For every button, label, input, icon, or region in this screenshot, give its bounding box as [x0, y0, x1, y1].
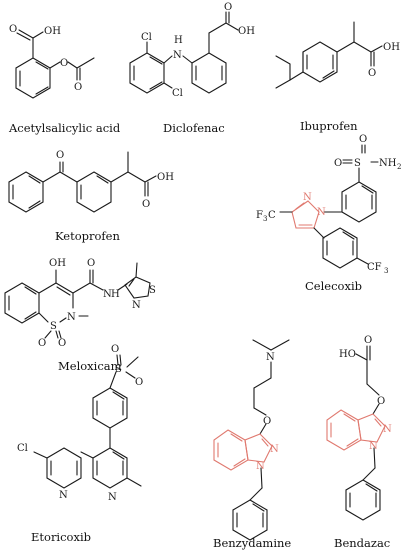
- structure-ketoprofen: [8, 151, 157, 213]
- atom-label: O: [111, 344, 119, 355]
- atom-label: OH: [383, 42, 400, 53]
- atom-label: 3: [384, 267, 388, 275]
- atom-label: N: [103, 289, 112, 300]
- atom-label: C: [268, 210, 276, 221]
- atom-label: N: [256, 461, 265, 472]
- atom-label: OH: [44, 26, 61, 37]
- atom-label: H: [174, 35, 183, 46]
- compound-name: Etoricoxib: [31, 530, 91, 544]
- atom-label: O: [368, 68, 376, 79]
- atom-label: N: [270, 444, 279, 455]
- atom-label: O: [74, 82, 82, 93]
- atom-label: O: [334, 158, 342, 169]
- atom-label: O: [38, 338, 46, 349]
- atom-label: Cl: [172, 88, 183, 99]
- structure-etoricoxib: [33, 354, 142, 489]
- compound-name: Ibuprofen: [300, 119, 358, 133]
- structure-ibuprofen: [275, 21, 383, 89]
- atom-label: N: [67, 312, 76, 323]
- atom-label: N: [59, 490, 68, 501]
- atom-label: N: [132, 300, 141, 311]
- atom-label: O: [364, 335, 372, 346]
- atom-label: H: [111, 289, 120, 300]
- atom-label: S: [149, 285, 156, 296]
- structure-bendazac: [326, 345, 386, 521]
- structure-celecoxib: [279, 144, 379, 269]
- structure-diclofenac: [129, 11, 239, 94]
- compound-name: Celecoxib: [305, 279, 362, 293]
- atom-label: Cl: [17, 443, 28, 454]
- atom-label: OH: [238, 26, 255, 37]
- atom-label: N: [108, 492, 117, 503]
- compound-name: Diclofenac: [163, 121, 225, 135]
- atom-label: O: [87, 258, 95, 269]
- structure-acetylsalicylic-acid: [15, 29, 95, 99]
- atom-label: OH: [49, 258, 66, 269]
- compound-name: Meloxicam: [58, 359, 122, 373]
- atom-label: 3: [263, 215, 267, 223]
- atom-label: O: [58, 338, 66, 349]
- compound-name: Acetylsalicylic acid: [8, 121, 121, 135]
- atom-label: F: [256, 210, 263, 221]
- atom-label: O: [377, 396, 385, 407]
- compound-name: Benzydamine: [213, 536, 291, 550]
- atom-label: HO: [339, 349, 356, 360]
- compound-name: Bendazac: [334, 536, 390, 550]
- atom-label: N: [303, 192, 312, 203]
- atom-label: O: [56, 150, 64, 161]
- atom-label: CF: [367, 262, 382, 273]
- atom-label: N: [317, 207, 326, 218]
- atom-label: O: [9, 24, 17, 35]
- atom-label: OH: [157, 172, 174, 183]
- atom-label: N: [173, 50, 182, 61]
- atom-label: S: [354, 158, 361, 169]
- atom-label: Cl: [141, 32, 152, 43]
- atom-label: N: [383, 424, 392, 435]
- atom-label: O: [60, 58, 68, 69]
- atom-label: N: [369, 441, 378, 452]
- atom-label: N: [266, 352, 275, 363]
- atom-label: S: [50, 321, 57, 332]
- compound-name: Ketoprofen: [55, 229, 120, 243]
- atom-label: O: [263, 416, 271, 427]
- atom-label: S: [115, 364, 122, 375]
- atom-label: O: [359, 134, 367, 145]
- structure-meloxicam: [4, 262, 151, 339]
- atom-label: O: [135, 377, 143, 388]
- atom-label: 2: [397, 163, 401, 171]
- atom-label: O: [224, 2, 232, 13]
- atom-label: O: [142, 199, 150, 210]
- atom-label: NH: [379, 158, 397, 169]
- structure-benzydamine: [213, 339, 290, 541]
